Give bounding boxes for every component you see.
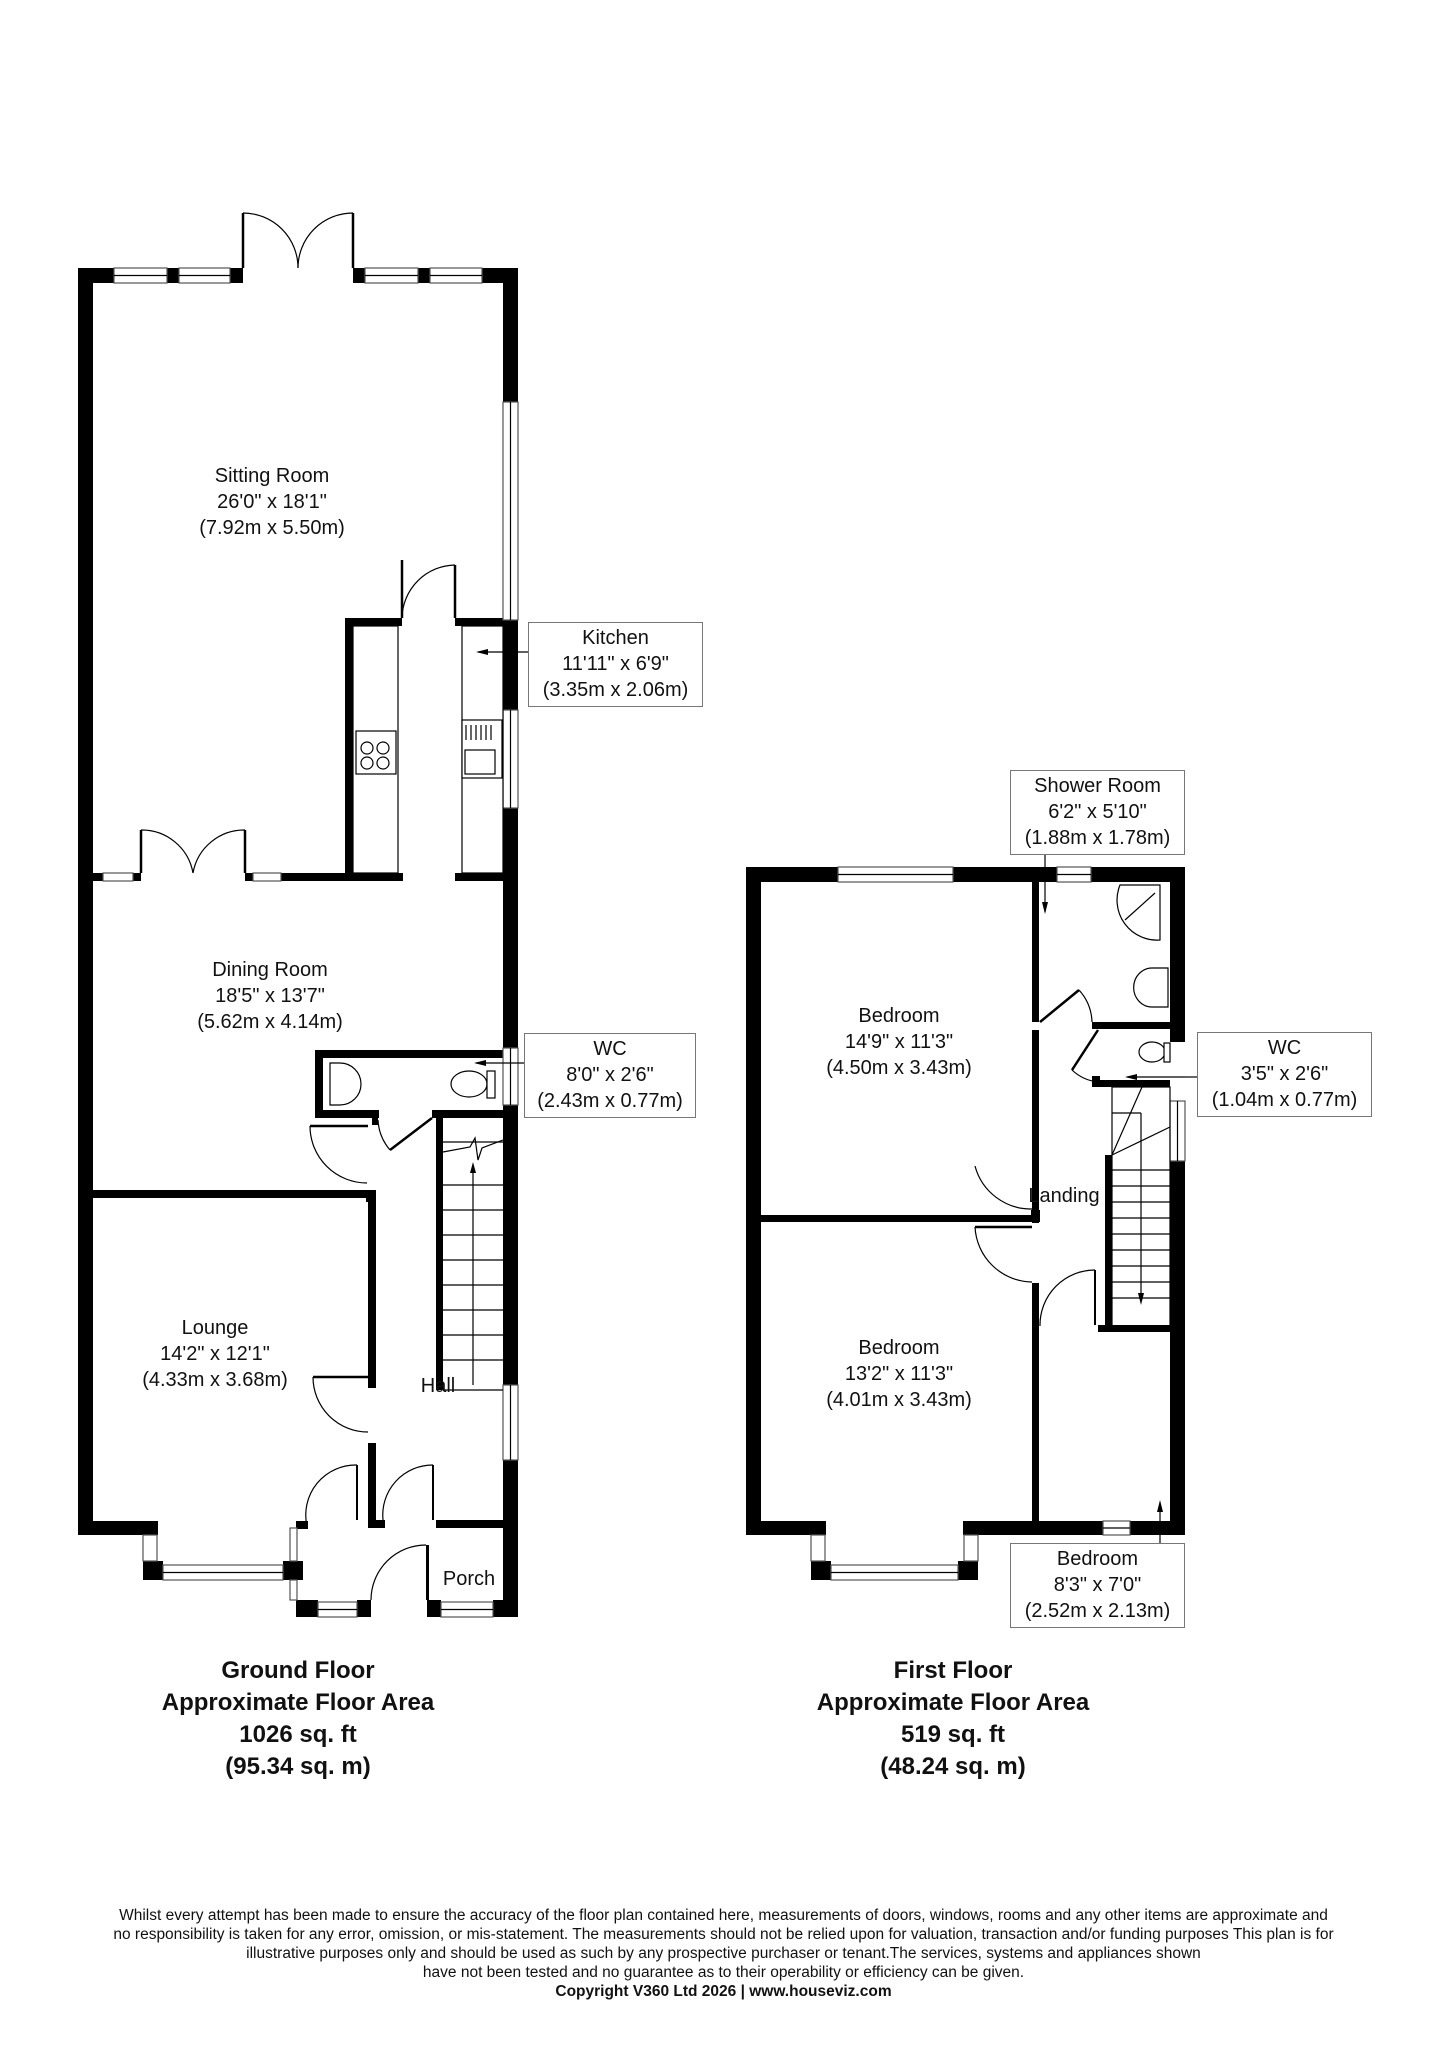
room-metric: (5.62m x 4.14m) — [197, 1011, 343, 1033]
room-name: Bedroom — [858, 1337, 940, 1359]
room-label-bedroom-2: Bedroom 13'2" x 11'3" (4.01m x 3.43m) — [826, 1335, 972, 1413]
ground-floor-windows — [102, 267, 519, 1618]
room-metric: (4.01m x 3.43m) — [826, 1389, 972, 1411]
room-metric: (1.88m x 1.78m) — [1024, 827, 1171, 849]
room-metric: (4.50m x 3.43m) — [826, 1057, 972, 1079]
room-label-wc-first: WC 3'5" x 2'6" (1.04m x 0.77m) — [1197, 1032, 1372, 1117]
room-metric: (4.33m x 3.68m) — [142, 1369, 288, 1391]
ground-floor-area-summary: Ground Floor Approximate Floor Area 1026… — [162, 1655, 435, 1783]
ground-floor-walls — [78, 268, 518, 1617]
copyright: Copyright V360 Ltd 2026 | www.houseviz.c… — [555, 1983, 892, 2000]
room-metric: (1.04m x 0.77m) — [1211, 1089, 1358, 1111]
floor-title: Ground Floor — [221, 1657, 375, 1684]
floor-area-sqm: (95.34 sq. m) — [225, 1753, 371, 1780]
room-label-dining-room: Dining Room 18'5" x 13'7" (5.62m x 4.14m… — [197, 957, 343, 1035]
room-imperial: 8'0" x 2'6" — [566, 1064, 654, 1086]
room-name: Bedroom — [1056, 1548, 1139, 1570]
room-name: Porch — [442, 1568, 496, 1590]
ground-floor-doors — [139, 212, 528, 1601]
room-label-kitchen: Kitchen 11'11" x 6'9" (3.35m x 2.06m) — [528, 622, 703, 707]
room-name: Lounge — [181, 1317, 249, 1339]
room-label-landing: Landing — [1028, 1183, 1099, 1209]
room-label-bedroom-1: Bedroom 14'9" x 11'3" (4.50m x 3.43m) — [826, 1003, 972, 1081]
room-label-sitting-room: Sitting Room 26'0" x 18'1" (7.92m x 5.50… — [199, 463, 345, 541]
room-metric: (7.92m x 5.50m) — [199, 517, 345, 539]
first-floor-windows — [810, 866, 1186, 1581]
room-imperial: 14'2" x 12'1" — [160, 1343, 270, 1365]
disclaimer-line: no responsibility is taken for any error… — [113, 1926, 1334, 1943]
room-label-lounge: Lounge 14'2" x 12'1" (4.33m x 3.68m) — [142, 1315, 288, 1393]
disclaimer-line: have not been tested and no guarantee as… — [422, 1964, 1025, 1981]
disclaimer-line: Whilst every attempt has been made to en… — [119, 1907, 1328, 1924]
room-name: Shower Room — [1034, 775, 1161, 797]
room-imperial: 3'5" x 2'6" — [1240, 1063, 1329, 1085]
room-label-wc-ground: WC 8'0" x 2'6" (2.43m x 0.77m) — [524, 1033, 696, 1118]
floor-area-sqft: 1026 sq. ft — [239, 1721, 357, 1748]
room-name: Sitting Room — [214, 465, 330, 487]
room-imperial: 18'5" x 13'7" — [215, 985, 325, 1007]
room-label-porch: Porch — [443, 1566, 495, 1592]
floor-subtitle: Approximate Floor Area — [161, 1689, 435, 1716]
room-metric: (2.52m x 2.13m) — [1024, 1600, 1171, 1622]
room-name: Dining Room — [212, 959, 328, 981]
floor-title: First Floor — [893, 1657, 1013, 1684]
room-imperial: 14'9" x 11'3" — [844, 1031, 954, 1053]
room-name: WC — [593, 1038, 627, 1060]
first-floor-fittings — [974, 855, 1197, 1543]
floor-subtitle: Approximate Floor Area — [816, 1689, 1090, 1716]
room-label-hall: Hall — [421, 1373, 455, 1399]
first-floor-area-summary: First Floor Approximate Floor Area 519 s… — [817, 1655, 1090, 1783]
disclaimer: Whilst every attempt has been made to en… — [0, 1906, 1447, 2001]
room-name: Hall — [420, 1375, 456, 1397]
room-metric: (2.43m x 0.77m) — [537, 1090, 683, 1112]
room-label-shower-room: Shower Room 6'2" x 5'10" (1.88m x 1.78m) — [1010, 770, 1185, 855]
room-imperial: 26'0" x 18'1" — [217, 491, 327, 513]
floor-area-sqm: (48.24 sq. m) — [880, 1753, 1026, 1780]
room-imperial: 8'3" x 7'0" — [1053, 1574, 1142, 1596]
disclaimer-line: illustrative purposes only and should be… — [246, 1945, 1201, 1962]
first-floor-walls — [746, 867, 1185, 1580]
room-name: WC — [1267, 1037, 1302, 1059]
room-metric: (3.35m x 2.06m) — [542, 679, 689, 701]
floor-area-sqft: 519 sq. ft — [900, 1721, 1006, 1748]
room-name: Landing — [1028, 1185, 1100, 1207]
room-imperial: 11'11" x 6'9" — [562, 653, 669, 675]
room-label-bedroom-3: Bedroom 8'3" x 7'0" (2.52m x 2.13m) — [1010, 1543, 1185, 1628]
room-name: Bedroom — [858, 1005, 940, 1027]
room-imperial: 13'2" x 11'3" — [844, 1363, 954, 1385]
room-name: Kitchen — [582, 627, 649, 649]
room-imperial: 6'2" x 5'10" — [1048, 801, 1147, 823]
